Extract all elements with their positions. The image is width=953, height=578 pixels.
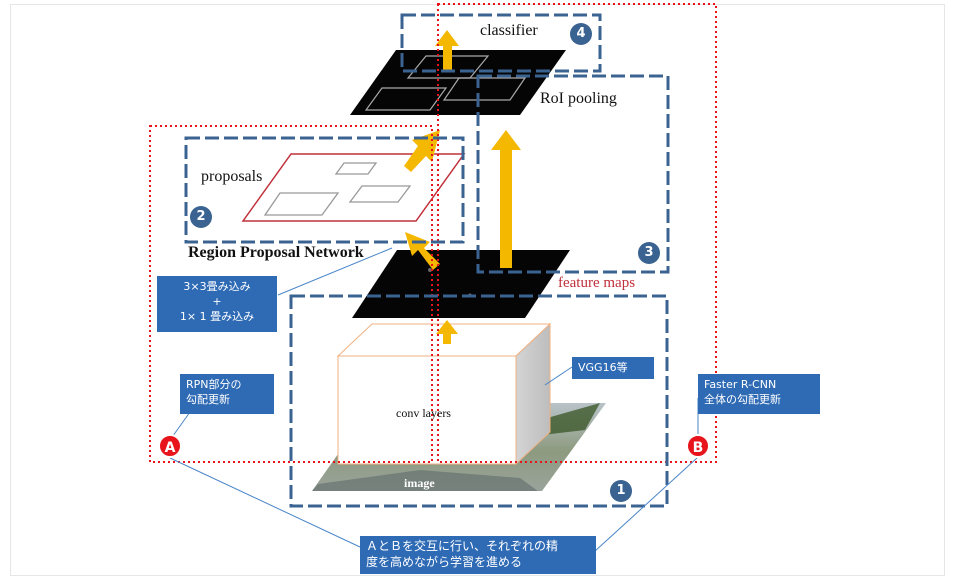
callout-vgg16: VGG16等 — [572, 357, 654, 379]
conv-layers-label: conv layers — [396, 406, 451, 420]
box-step-4 — [400, 13, 602, 73]
classifier-label: classifier — [480, 22, 538, 39]
box-step-2 — [184, 136, 465, 244]
feature-map-plane — [352, 250, 570, 318]
step-2-badge: 2 — [190, 206, 212, 228]
callout-rpn-grad: RPN部分の 勾配更新 — [180, 374, 274, 414]
box-step-1 — [289, 294, 669, 508]
box-b-full — [437, 3, 717, 463]
box-a-rpn — [149, 125, 433, 463]
marker-a: A — [158, 434, 182, 458]
feature-maps-label: feature maps — [558, 275, 636, 291]
callout-faster-rcnn: Faster R-CNN 全体の勾配更新 — [698, 374, 820, 414]
roi-pooling-label: RoI pooling — [540, 90, 617, 107]
marker-b: B — [686, 434, 710, 458]
rpn-label: Region Proposal Network — [188, 244, 364, 261]
step-1-badge: 1 — [610, 480, 632, 502]
connector-lines — [169, 247, 699, 553]
roi-plane — [350, 50, 566, 115]
conv-layers-block — [336, 322, 552, 466]
callout-bottom-note: ＡとＢを交互に行い、それぞれの精 度を高めながら学習を進める — [360, 536, 596, 574]
image-label: image — [404, 476, 435, 490]
box-step-3 — [476, 74, 670, 274]
figure-frame — [10, 4, 945, 576]
step-4-badge: 4 — [570, 23, 592, 45]
callout-conv-3x3: 3×3畳み込み + 1× 1 畳み込み — [157, 276, 277, 332]
proposals-plane — [241, 153, 466, 222]
step-3-badge: 3 — [638, 242, 660, 264]
proposals-label: proposals — [201, 168, 263, 185]
